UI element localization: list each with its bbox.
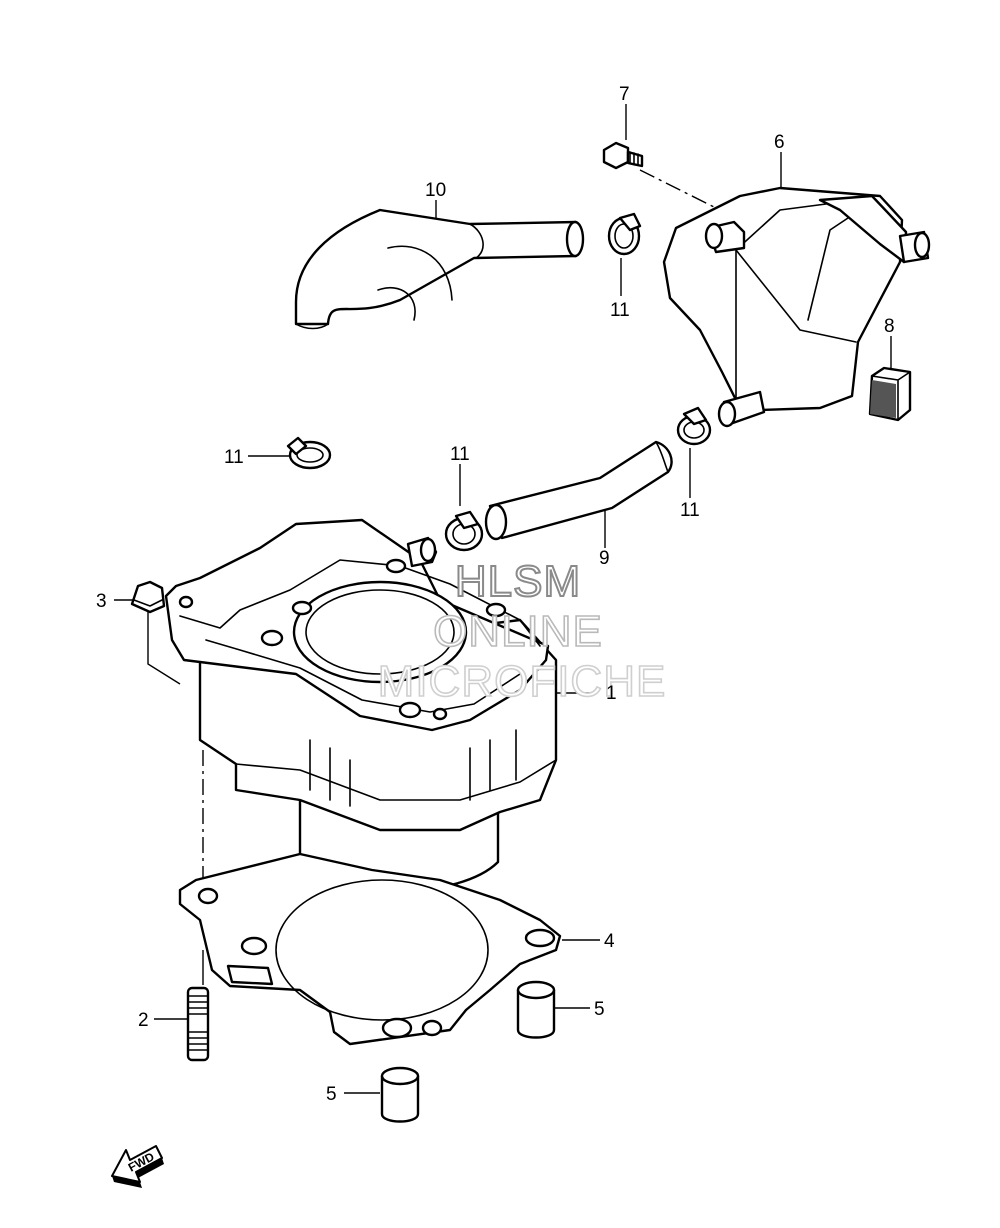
stud-2 xyxy=(186,986,210,1062)
clamp-11-top xyxy=(607,212,642,256)
hose-9 xyxy=(484,440,673,541)
callout-9: 9 xyxy=(599,548,610,569)
callout-11-center: 11 xyxy=(450,444,470,465)
callout-3: 3 xyxy=(96,591,107,612)
watermark: HLSM ONLINE MICROFICHE xyxy=(377,556,667,707)
dowel-5-right xyxy=(516,980,556,1039)
pad-8 xyxy=(868,366,912,422)
callout-4: 4 xyxy=(604,931,615,952)
callout-5-bottom: 5 xyxy=(326,1084,337,1105)
watermark-line-3: MICROFICHE xyxy=(378,657,667,706)
clamp-11-left xyxy=(286,436,332,470)
callout-8: 8 xyxy=(884,316,895,337)
callout-1: 1 xyxy=(606,683,617,704)
watermark-line-1: HLSM xyxy=(455,557,581,606)
hose-10 xyxy=(294,208,585,330)
clamp-11-center xyxy=(444,510,484,552)
watermark-line-2: ONLINE xyxy=(433,607,603,656)
callouts: 1 2 3 4 5 5 6 7 8 9 10 11 11 11 11 xyxy=(96,84,895,1105)
gasket-4 xyxy=(178,852,562,1046)
callout-2: 2 xyxy=(138,1010,149,1031)
leader-lines xyxy=(114,104,892,1094)
callout-7: 7 xyxy=(619,84,630,105)
fwd-arrow-icon: FWD xyxy=(111,1145,164,1188)
callout-5-right: 5 xyxy=(594,999,605,1020)
callout-11-top: 11 xyxy=(610,300,630,321)
callout-6: 6 xyxy=(774,132,785,153)
reservoir-tank-6 xyxy=(662,186,931,428)
callout-10: 10 xyxy=(425,180,446,201)
callout-11-left: 11 xyxy=(224,447,244,468)
bolt-7 xyxy=(602,141,644,170)
callout-11-right: 11 xyxy=(680,500,700,521)
dowel-5-bottom xyxy=(380,1066,420,1123)
nut-3 xyxy=(130,580,166,614)
clamp-11-right xyxy=(676,406,712,446)
